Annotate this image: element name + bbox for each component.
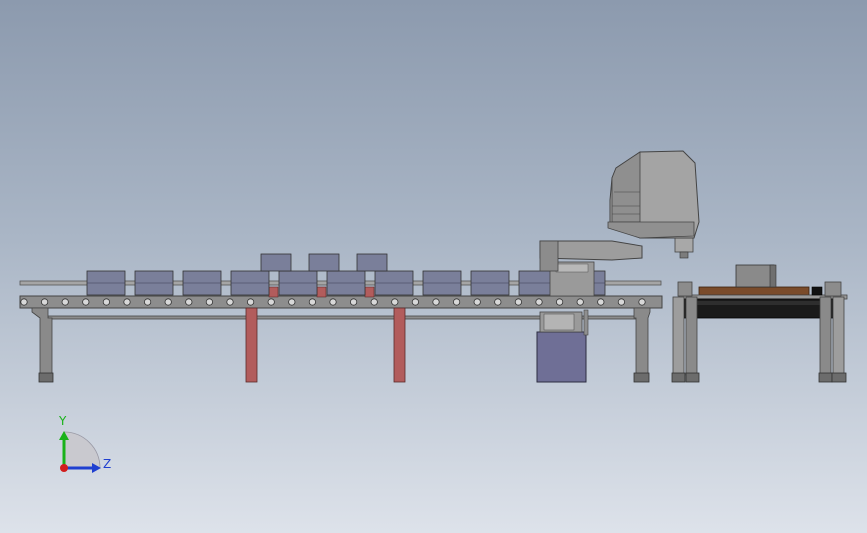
stacked-box-1[interactable] xyxy=(260,253,292,272)
robot-cable-guide xyxy=(583,309,589,336)
table-leg-right-1 xyxy=(819,296,832,376)
z-axis-arrowhead xyxy=(92,463,101,473)
robot-pedestal[interactable] xyxy=(536,331,587,383)
roller xyxy=(555,298,564,306)
y-axis-label: Y xyxy=(59,414,67,428)
conveyor-support-2 xyxy=(393,307,406,383)
table-leg-left-1 xyxy=(672,296,685,376)
roller xyxy=(576,298,584,306)
conveyor-support-3 xyxy=(268,286,279,298)
roller xyxy=(638,298,646,306)
roller xyxy=(494,298,502,306)
table-top-board[interactable] xyxy=(698,286,810,296)
table-leg-left-2 xyxy=(685,296,698,376)
table-block[interactable] xyxy=(735,264,775,288)
roller xyxy=(247,298,255,306)
table-clamp xyxy=(811,286,823,296)
roller xyxy=(226,298,234,306)
scara-robot[interactable] xyxy=(536,150,700,383)
robot-arm-base-plate xyxy=(607,221,695,239)
conveyor-leg-left xyxy=(31,307,54,383)
roller xyxy=(617,298,626,306)
roller xyxy=(40,298,49,306)
table-rail-highlight xyxy=(690,301,828,305)
roller xyxy=(267,298,275,306)
roller xyxy=(185,298,193,306)
roller xyxy=(349,298,358,306)
roller xyxy=(452,298,461,306)
roller xyxy=(514,298,523,306)
robot-end-effector[interactable] xyxy=(679,251,689,259)
axis-triad xyxy=(59,431,101,473)
roller xyxy=(597,298,605,306)
triad-origin xyxy=(60,464,68,472)
roller xyxy=(20,298,28,306)
stacked-box-2[interactable] xyxy=(308,253,340,272)
roller xyxy=(329,298,337,306)
roller xyxy=(164,298,172,306)
table-leg-right-2 xyxy=(832,296,845,376)
roller xyxy=(411,298,419,306)
robot-column-detail xyxy=(543,313,575,331)
y-axis-arrowhead xyxy=(59,431,69,440)
table-foot-1 xyxy=(671,372,686,383)
roller xyxy=(535,298,543,306)
roller xyxy=(370,298,378,306)
roller xyxy=(61,298,69,306)
roller xyxy=(102,298,111,306)
roller xyxy=(82,298,90,306)
table-foot-4 xyxy=(831,372,847,383)
robot-arm-head-side xyxy=(611,151,641,223)
table-post-left xyxy=(677,281,693,297)
roller-row xyxy=(20,298,646,306)
roller-conveyor[interactable] xyxy=(19,253,663,383)
roller xyxy=(205,298,213,306)
conveyor-support-4 xyxy=(316,286,327,298)
roller xyxy=(144,298,152,306)
table-foot-3 xyxy=(818,372,833,383)
conveyor-boxes[interactable] xyxy=(86,270,606,296)
roller xyxy=(391,298,399,306)
conveyor-support-5 xyxy=(364,286,375,298)
roller xyxy=(288,298,296,306)
conveyor-leg-right xyxy=(633,307,651,383)
stacked-boxes[interactable] xyxy=(260,253,388,272)
conveyor-main-rail xyxy=(19,295,663,309)
conveyor-support-1 xyxy=(245,307,258,383)
z-axis-label: Z xyxy=(103,457,112,471)
roller xyxy=(432,298,440,306)
robot-shoulder-joint xyxy=(539,240,559,272)
work-table[interactable] xyxy=(671,264,848,383)
roller xyxy=(308,298,316,306)
table-block-side xyxy=(769,264,777,288)
triad-arc xyxy=(63,431,101,469)
robot-column-cap xyxy=(555,263,589,273)
roller xyxy=(123,298,131,306)
roller xyxy=(473,298,481,306)
table-foot-2 xyxy=(685,372,700,383)
stacked-box-3[interactable] xyxy=(356,253,388,272)
table-post-right xyxy=(824,281,842,297)
